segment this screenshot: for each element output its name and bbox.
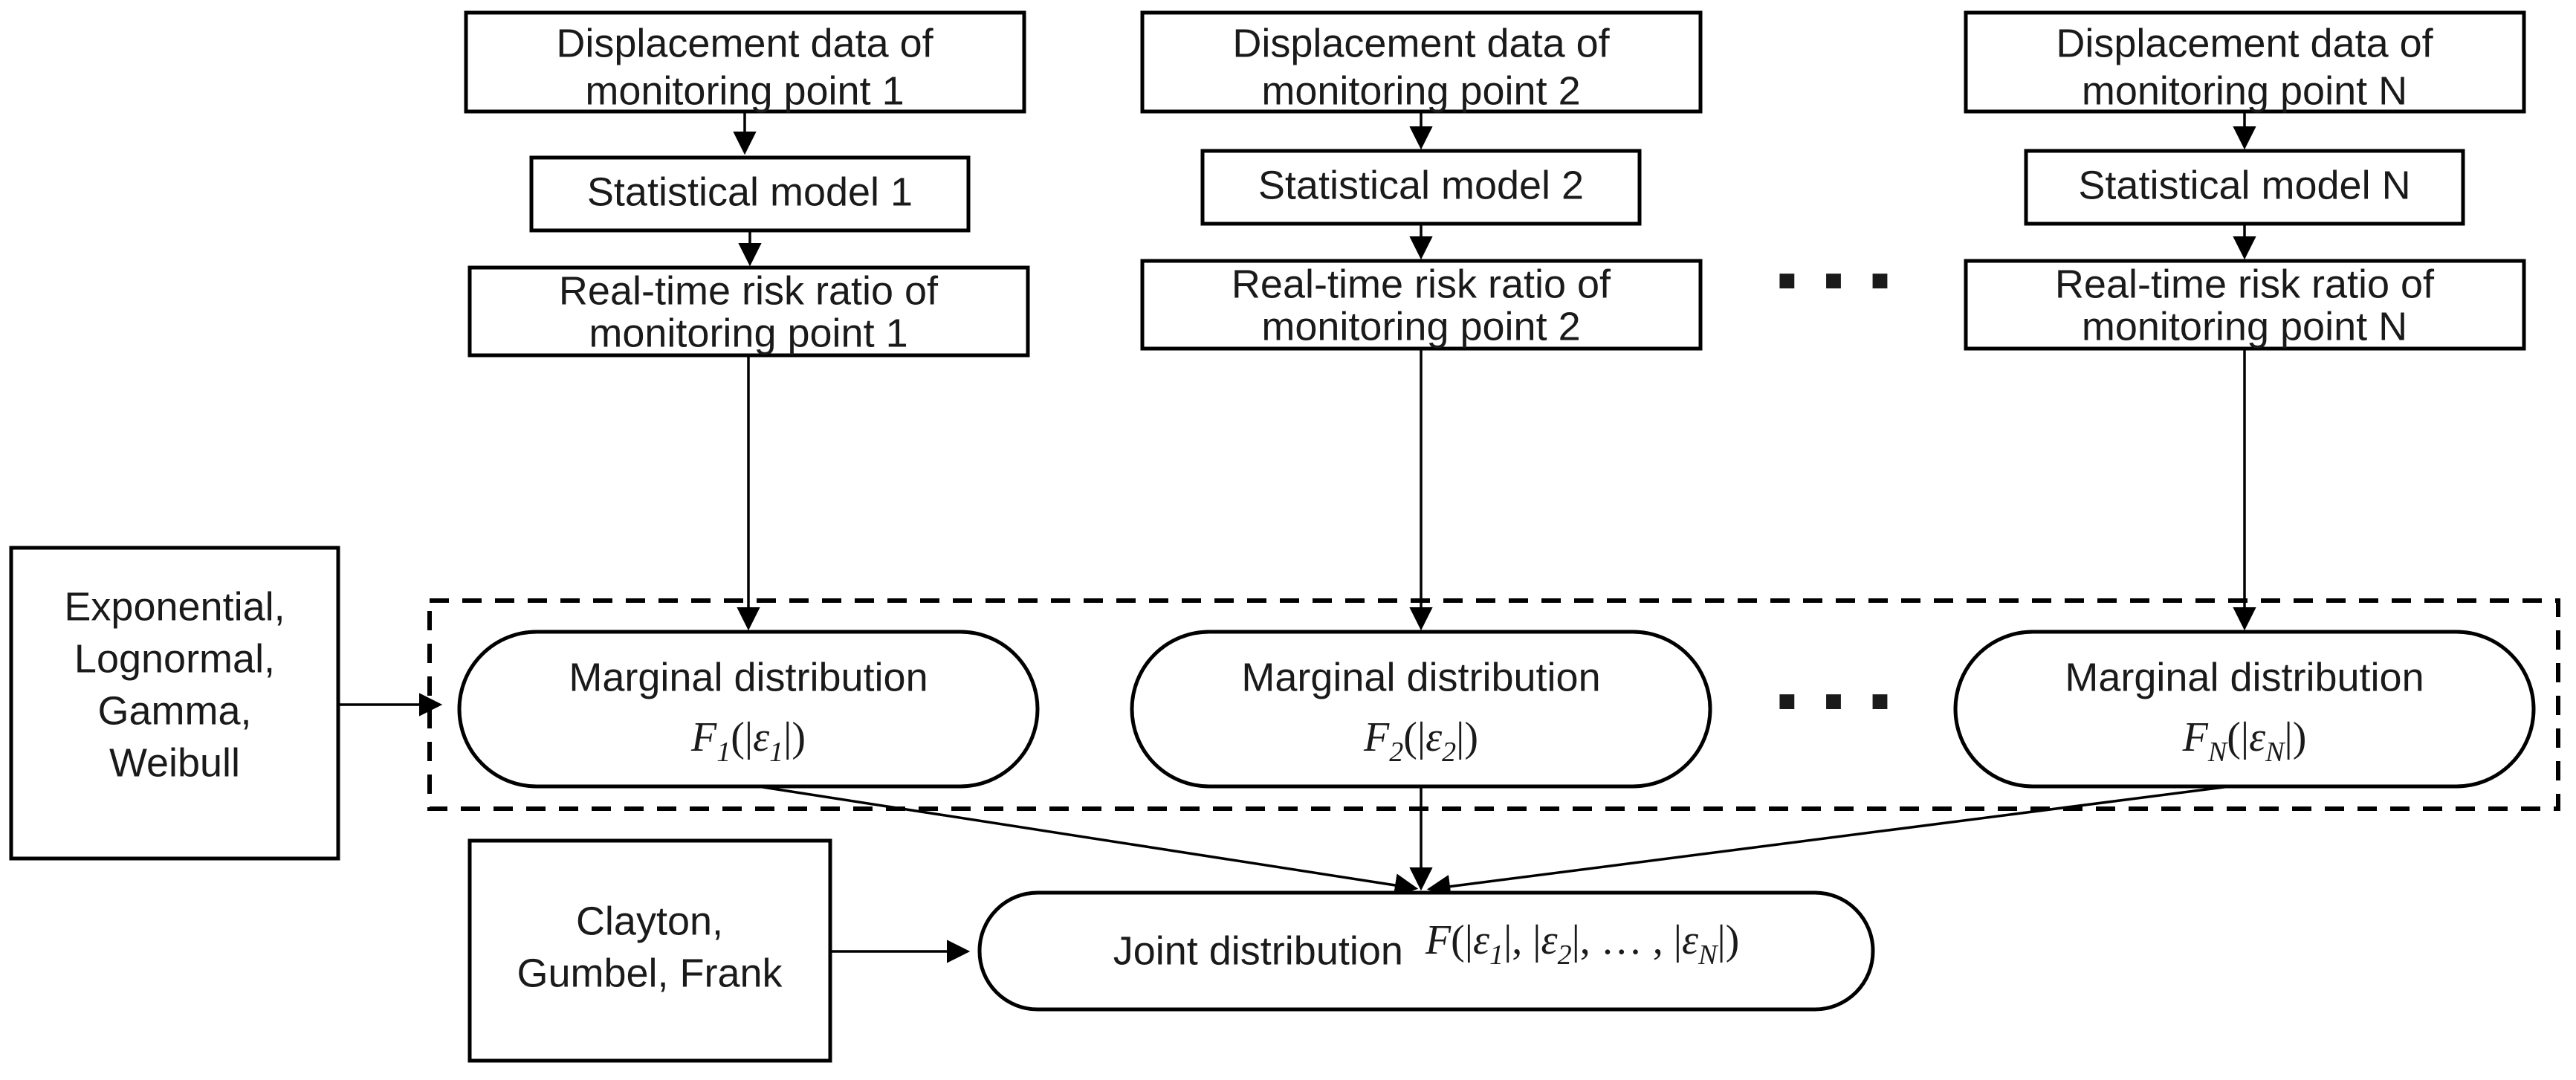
joint-eps-2: ε [1541, 917, 1559, 963]
copula-family-box[interactable] [467, 838, 832, 1063]
copula-family-line1: Clayton, [576, 899, 723, 943]
marginal-box-1[interactable] [457, 630, 1040, 789]
marginal-box-2-formula: F2(|ε2|) [1363, 714, 1478, 768]
joint-distribution-box[interactable] [977, 890, 1875, 1012]
edge-marginaln-to-joint [1426, 785, 2230, 899]
marginal-2-eps: ε [1425, 714, 1443, 760]
marginal-family-line2: Lognormal, [74, 636, 275, 681]
joint-sep2: |, … , | [1572, 917, 1682, 963]
marginal-2-open: (| [1403, 714, 1425, 760]
marginal-2-F-sub: 2 [1389, 737, 1403, 768]
marginal-1-close: |) [783, 714, 806, 760]
marginal-n-open: (| [2227, 714, 2249, 760]
model-box-2[interactable] [1200, 149, 1642, 226]
model-box-n-label: Statistical model N [2078, 163, 2410, 207]
model-box-1-label: Statistical model 1 [587, 169, 913, 214]
joint-close: |) [1717, 917, 1739, 963]
risk-box-2-line2: monitoring point 2 [1261, 304, 1580, 349]
data-box-n[interactable] [1964, 10, 2526, 114]
marginal-n-F: F [2182, 714, 2209, 760]
marginal-node-1-group: Marginal distribution F1(|ε1|) [457, 630, 1040, 789]
ellipsis-model-row: ▪ ▪ ▪ [1776, 246, 1895, 312]
marginal-2-close: |) [1456, 714, 1478, 760]
marginal-1-eps: ε [753, 714, 770, 760]
marginal-1-eps-sub: 1 [769, 737, 783, 768]
risk-box-n-line1: Real-time risk ratio of [2055, 262, 2435, 306]
edge-marginal1-to-joint [757, 785, 1419, 897]
marginal-family-line1: Exponential, [64, 584, 285, 629]
risk-box-1-line1: Real-time risk ratio of [559, 268, 939, 313]
joint-eps-sub1: 1 [1489, 940, 1504, 971]
marginal-box-n-formula: FN(|εN|) [2182, 714, 2307, 768]
joint-open: (| [1451, 917, 1473, 963]
marginal-2-F: F [1363, 714, 1390, 760]
joint-sep1: |, | [1504, 917, 1541, 963]
joint-eps-subN: N [1698, 940, 1719, 971]
model-box-1[interactable] [529, 155, 971, 233]
data-box-1-line1: Displacement data of [556, 21, 933, 65]
joint-label: Joint distribution [1113, 928, 1403, 973]
marginal-box-n-label: Marginal distribution [2065, 655, 2424, 699]
risk-box-1[interactable] [467, 265, 1030, 358]
marginal-box-n[interactable] [1953, 630, 2536, 789]
risk-box-2-line1: Real-time risk ratio of [1232, 262, 1611, 306]
marginal-node-n-group: Marginal distribution FN(|εN|) [1953, 630, 2536, 789]
marginal-n-eps: ε [2249, 714, 2266, 760]
joint-eps-sub2: 2 [1558, 940, 1572, 971]
marginal-1-F-sub: 1 [716, 737, 731, 768]
data-box-n-line1: Displacement data of [2056, 21, 2433, 65]
ellipsis-marginal-row: ▪ ▪ ▪ [1776, 667, 1895, 733]
joint-eps-n: ε [1682, 917, 1699, 963]
marginal-family-line3: Gamma, [97, 688, 251, 733]
data-box-n-line2: monitoring point N [2082, 68, 2407, 113]
marginal-node-2-group: Marginal distribution F2(|ε2|) [1130, 630, 1712, 789]
risk-box-2[interactable] [1140, 259, 1703, 351]
marginal-n-eps-sub: N [2265, 737, 2286, 768]
risk-box-n-line2: monitoring point N [2082, 304, 2407, 349]
joint-F: F [1425, 917, 1452, 963]
model-box-n[interactable] [2024, 149, 2465, 226]
copula-family-line2: Gumbel, Frank [517, 951, 783, 995]
marginal-n-F-sub: N [2207, 737, 2229, 768]
column-2-group: Displacement data of monitoring point 2 … [1140, 10, 1703, 631]
data-box-1-line2: monitoring point 1 [585, 68, 904, 113]
data-box-2-line2: monitoring point 2 [1261, 68, 1580, 113]
marginal-1-open: (| [731, 714, 753, 760]
risk-box-1-line2: monitoring point 1 [589, 311, 907, 355]
marginal-box-2-label: Marginal distribution [1241, 655, 1600, 699]
joint-distribution-formula: Joint distribution F(|ε1|, |ε2|, … , |εN… [1113, 917, 1740, 973]
marginal-family-box[interactable] [9, 546, 340, 861]
joint-eps-1: ε [1473, 917, 1490, 963]
marginal-distribution-group [427, 598, 2560, 811]
marginal-2-eps-sub: 2 [1442, 737, 1456, 768]
marginal-n-close: |) [2285, 714, 2307, 760]
marginal-box-1-label: Marginal distribution [569, 655, 928, 699]
data-box-1[interactable] [464, 10, 1026, 114]
data-box-2-line1: Displacement data of [1232, 21, 1610, 65]
column-n-group: Displacement data of monitoring point N … [1964, 10, 2526, 631]
column-1-group: Displacement data of monitoring point 1 … [464, 10, 1030, 631]
marginal-1-F: F [690, 714, 717, 760]
marginal-family-line4: Weibull [109, 740, 240, 785]
marginal-box-1-formula: F1(|ε1|) [690, 714, 806, 768]
model-box-2-label: Statistical model 2 [1258, 163, 1584, 207]
